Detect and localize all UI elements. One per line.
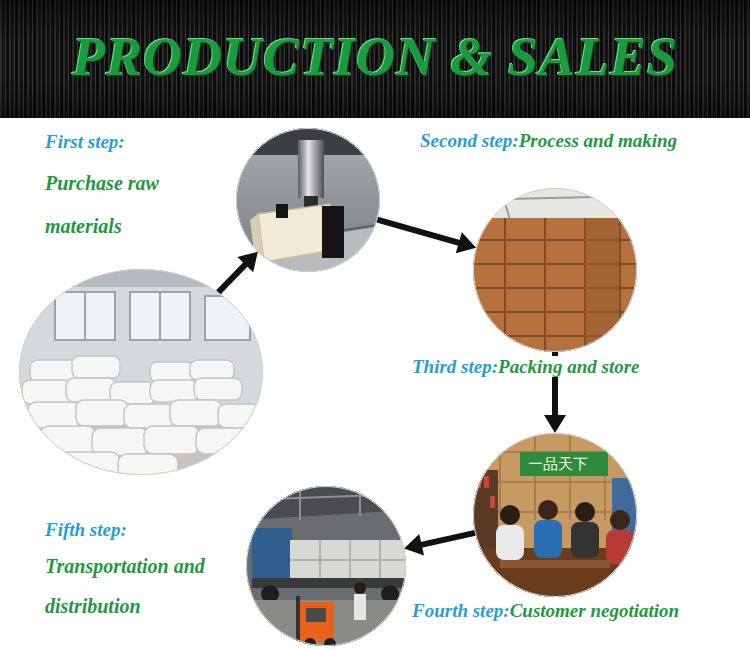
step-circle: Second step:Process and making: [236, 128, 380, 272]
step-heading: Third step:: [412, 356, 498, 377]
circle-border: [20, 270, 263, 475]
raw-materials-photo: [15, 265, 270, 480]
step-description: Transportation and distribution: [45, 546, 245, 626]
circle-outline: [19, 269, 263, 475]
step-heading: First step:: [45, 130, 125, 154]
step-label: Third step:Packing and store: [412, 356, 639, 378]
step-circle: Fifth step:Transportation and distributi…: [246, 486, 406, 646]
step-description: Process and making: [519, 130, 677, 151]
step-description: Packing and store: [498, 356, 639, 377]
circle-border: [474, 434, 637, 597]
step-circle: Third step:Packing and store: [473, 188, 637, 352]
arrow-head: [237, 252, 257, 273]
arrow-shaft: [218, 262, 248, 293]
flow-arrow: [377, 220, 476, 254]
circle-border: [237, 129, 380, 272]
circle-outline: [473, 188, 637, 352]
negotiation-photo: [470, 430, 640, 603]
machining-photo: [230, 125, 390, 275]
transport-photo: [244, 484, 412, 650]
flow-arrow: [218, 252, 258, 293]
step-heading: Fifth step:: [45, 518, 127, 542]
step-label: First step: Purchase raw materials: [45, 130, 210, 248]
circle-outline: [246, 486, 406, 646]
arrow-shaft: [377, 220, 462, 244]
packing-photo: [470, 185, 640, 358]
step-label: Fourth step:Customer negotiation: [412, 600, 679, 622]
step-description: Customer negotiation: [510, 600, 679, 621]
step-label: Fifth step: Transportation and distributi…: [45, 518, 245, 626]
step-description: Purchase raw materials: [45, 162, 210, 248]
flow-arrow: [404, 533, 475, 556]
step-heading: Second step:: [420, 130, 519, 151]
arrow-head: [544, 415, 566, 433]
arrow-head: [404, 534, 424, 555]
step-heading: Fourth step:: [412, 600, 510, 621]
arrow-head: [456, 232, 476, 253]
arrow-shaft: [418, 533, 475, 546]
step-label: Second step:Process and making: [420, 130, 677, 152]
circle-outline: [236, 128, 380, 272]
sign-text: 一品天下: [528, 455, 588, 473]
circle-border: [247, 487, 406, 646]
step-circle: First step:Purchase raw materials: [19, 269, 263, 475]
circle-border: [474, 189, 637, 352]
diagram-title: PRODUCTION & SALES: [0, 26, 750, 88]
